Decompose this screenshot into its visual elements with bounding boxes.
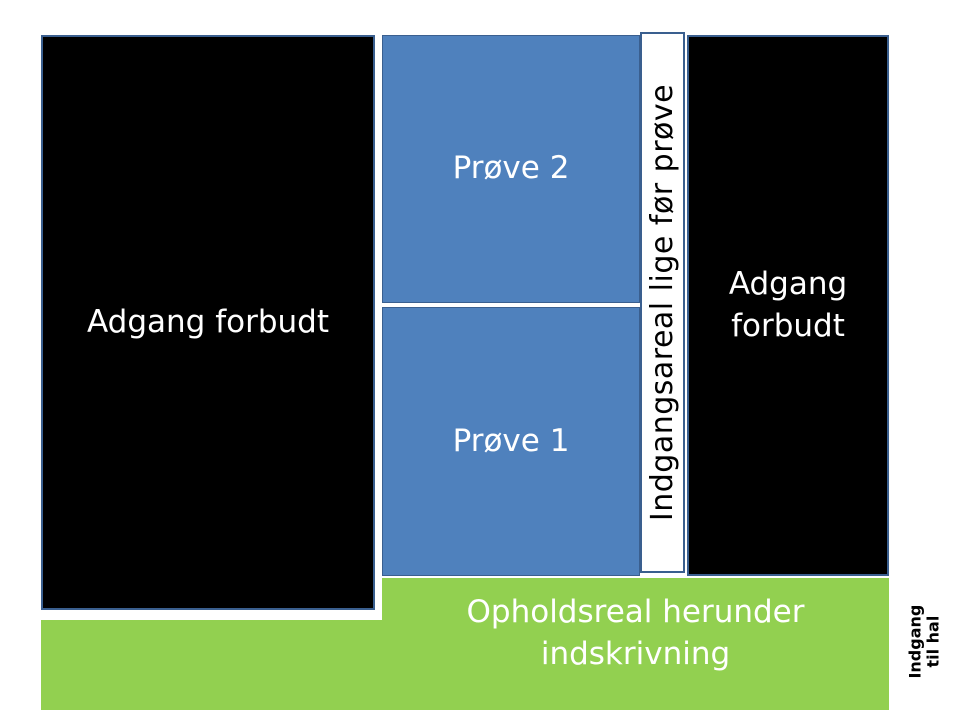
lounge-area-label-line2: indskrivning [540, 635, 731, 672]
test-area-1-label: Prøve 1 [452, 422, 570, 459]
lounge-area-label-line1: Opholdsreal herunder [466, 594, 805, 630]
forbidden-zone-left-label: Adgang forbudt [87, 303, 329, 340]
lounge-area-upper [382, 578, 889, 622]
test-area-1: Prøve 1 [382, 307, 640, 576]
forbidden-zone-right: Adgang forbudt [687, 35, 889, 576]
forbidden-zone-right-line2: forbudt [731, 307, 845, 344]
forbidden-zone-left: Adgang forbudt [41, 35, 375, 610]
entry-area-strip: Indgangsareal lige før prøve [640, 32, 685, 573]
hall-entrance: Indgang til hal [888, 582, 960, 702]
forbidden-zone-right-line1: Adgang [728, 265, 848, 302]
hall-entrance-label: Indgang til hal [905, 605, 943, 679]
hall-entrance-line1: Indgang [905, 605, 925, 679]
entry-area-label: Indgangsareal lige før prøve [645, 83, 681, 522]
test-area-2: Prøve 2 [382, 35, 640, 303]
hall-entrance-line2: til hal [923, 616, 943, 668]
test-area-2-label: Prøve 2 [452, 150, 570, 187]
lounge-area-label: Opholdsreal herunder indskrivning [382, 592, 889, 676]
forbidden-zone-right-label: Adgang forbudt [729, 264, 847, 348]
lounge-area-lower [41, 620, 889, 710]
